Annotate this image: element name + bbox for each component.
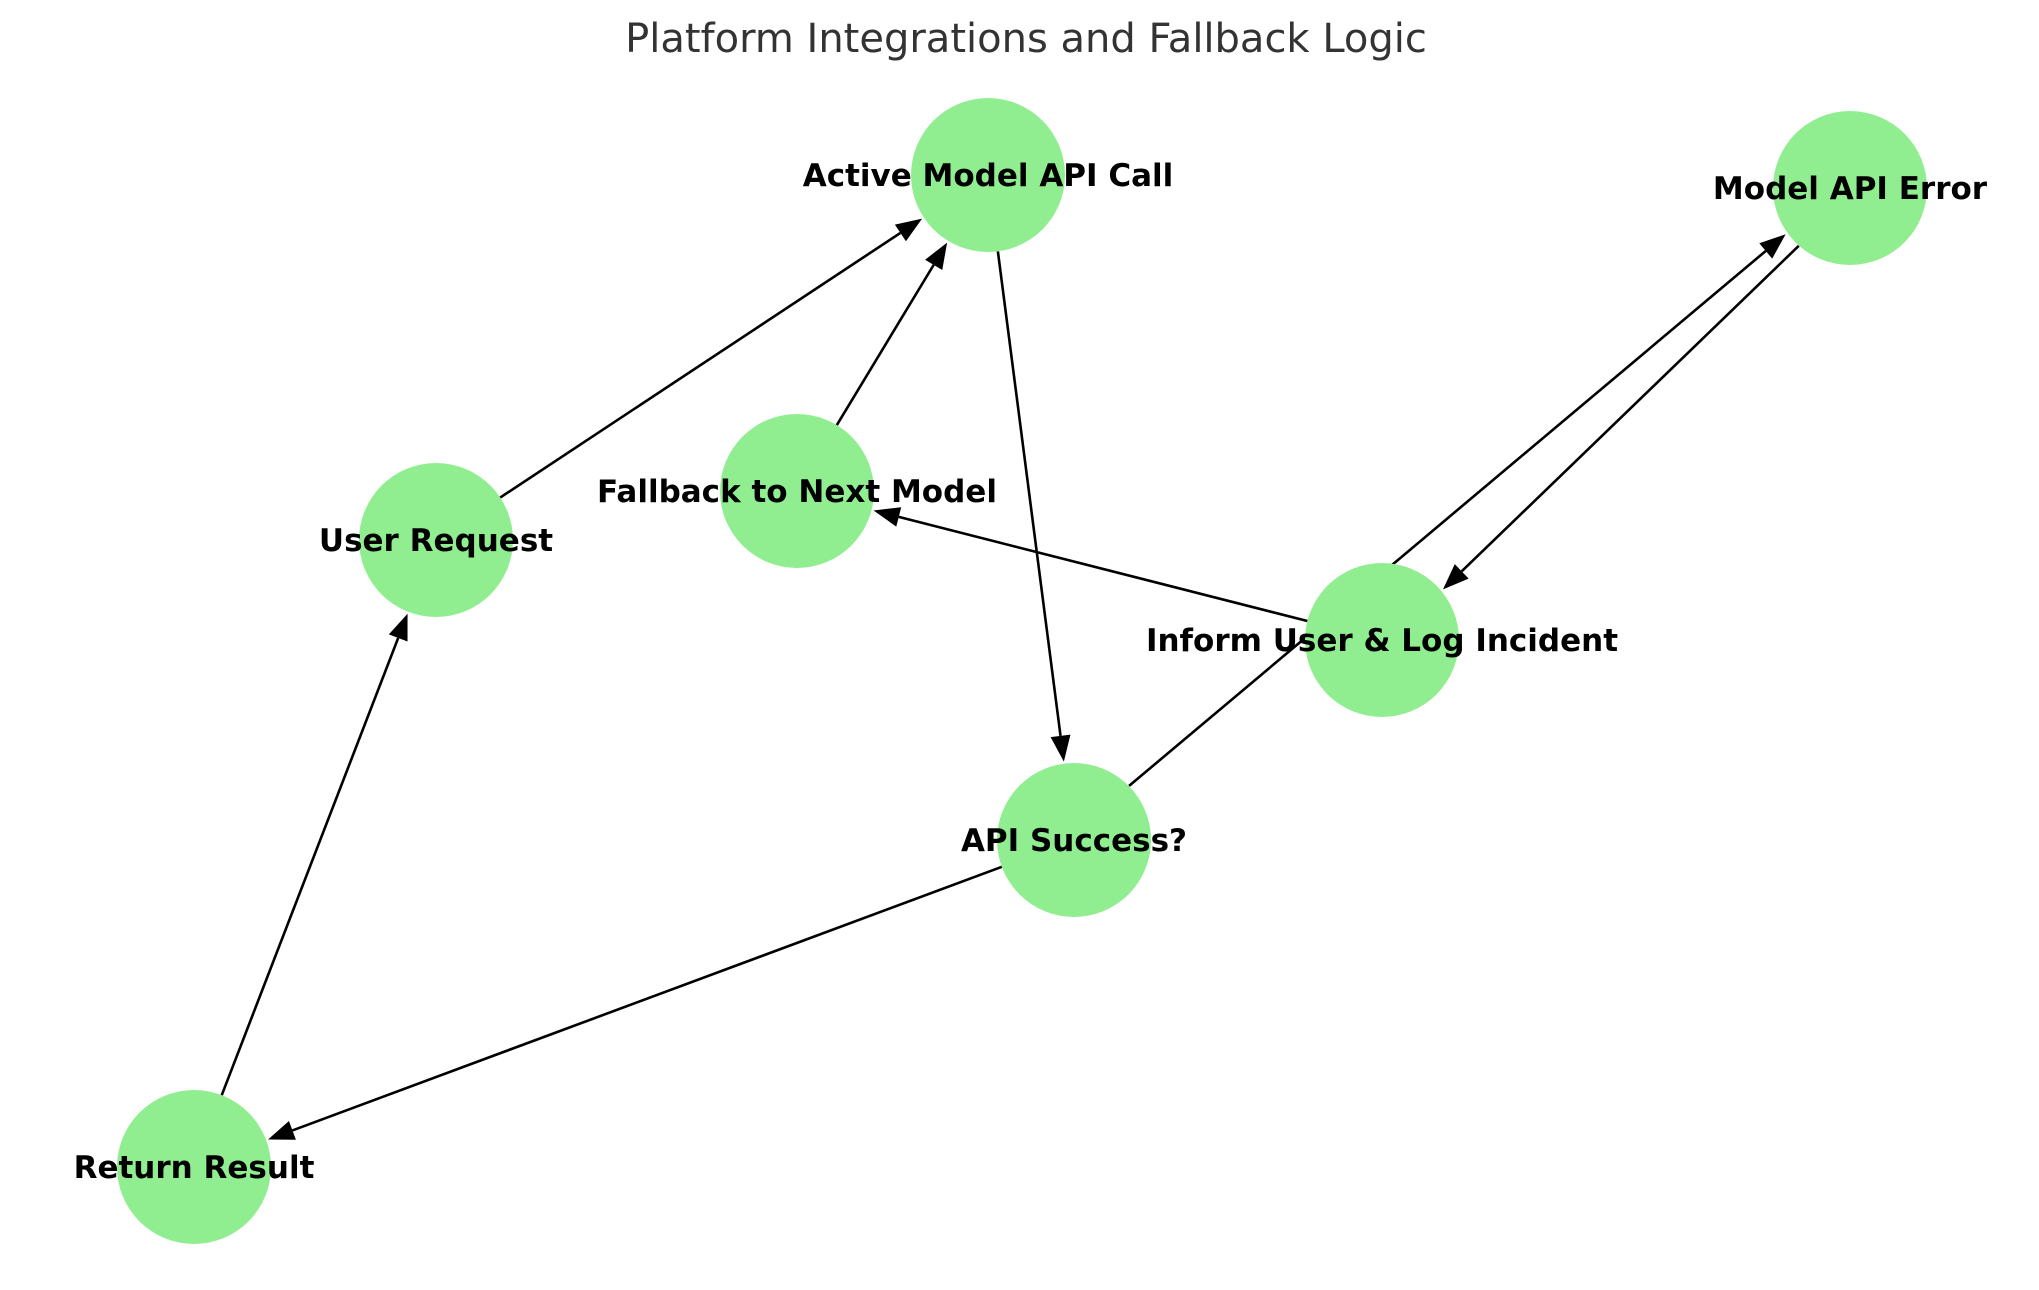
node-label-active_model_api_call: Active Model API Call bbox=[803, 158, 1174, 194]
edge-line bbox=[835, 264, 935, 426]
edge-line bbox=[1128, 249, 1767, 787]
edge-api_success-to-return_result bbox=[268, 865, 1003, 1140]
node-label-api_success: API Success? bbox=[961, 823, 1187, 859]
arrowhead-icon bbox=[388, 613, 408, 642]
arrowhead-icon bbox=[894, 218, 923, 242]
node-label-model_api_error: Model API Error bbox=[1713, 171, 1988, 207]
edge-line bbox=[499, 231, 902, 499]
edge-line bbox=[220, 637, 400, 1096]
edge-line bbox=[996, 251, 1062, 737]
node-label-fallback_next_model: Fallback to Next Model bbox=[597, 474, 997, 510]
edge-line bbox=[1460, 244, 1800, 573]
edges-layer bbox=[220, 218, 1800, 1140]
edge-inform_user_log_incident-to-fallback_next_model bbox=[873, 507, 1308, 623]
edge-line bbox=[898, 515, 1308, 623]
node-label-inform_user_log_incident: Inform User & Log Incident bbox=[1146, 623, 1618, 659]
node-return_result bbox=[117, 1090, 271, 1244]
node-model_api_error bbox=[1773, 111, 1927, 265]
edge-active_model_api_call-to-api_success bbox=[996, 251, 1071, 762]
node-fallback_next_model bbox=[720, 414, 874, 568]
arrowhead-icon bbox=[268, 1121, 296, 1140]
node-active_model_api_call bbox=[911, 98, 1065, 252]
arrowhead-icon bbox=[873, 507, 902, 527]
edge-user_request-to-active_model_api_call bbox=[499, 218, 923, 499]
node-inform_user_log_incident bbox=[1305, 563, 1459, 717]
arrowhead-icon bbox=[1759, 234, 1786, 259]
node-user_request bbox=[359, 463, 513, 617]
arrowhead-icon bbox=[1442, 564, 1469, 590]
node-label-return_result: Return Result bbox=[74, 1150, 315, 1186]
arrowhead-icon bbox=[1050, 734, 1071, 762]
nodes-layer bbox=[117, 98, 1927, 1244]
diagram-title: Platform Integrations and Fallback Logic bbox=[625, 16, 1427, 62]
node-label-user_request: User Request bbox=[319, 523, 553, 559]
edge-fallback_next_model-to-active_model_api_call bbox=[835, 242, 948, 426]
edge-api_success-to-model_api_error bbox=[1128, 234, 1786, 787]
edge-return_result-to-user_request bbox=[220, 613, 408, 1096]
node-api_success bbox=[997, 763, 1151, 917]
arrowhead-icon bbox=[925, 242, 948, 271]
edge-model_api_error-to-inform_user_log_incident bbox=[1442, 244, 1800, 590]
edge-line bbox=[291, 865, 1003, 1132]
